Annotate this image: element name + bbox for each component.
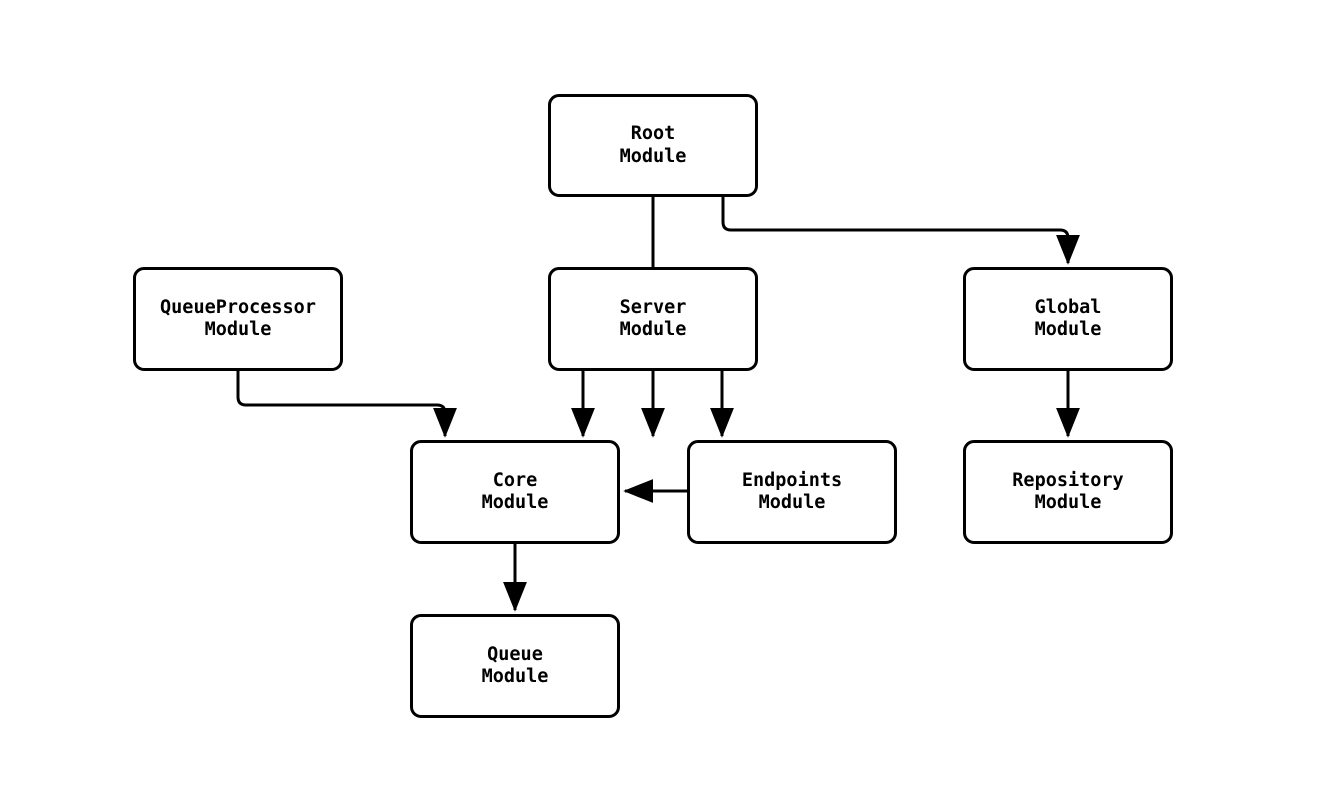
node-endpoints-module-suffix: Module	[758, 492, 826, 513]
node-endpoints-module-name: Endpoints	[741, 469, 843, 491]
node-core-module-name: Core	[492, 469, 538, 491]
node-queueprocessor-module-name: QueueProcessor	[160, 296, 316, 318]
node-server-module-name: Server	[619, 296, 687, 318]
node-server-module[interactable]: Server Module	[548, 267, 758, 371]
node-endpoints-module[interactable]: Endpoints Module	[687, 440, 897, 544]
node-global-module-name: Global	[1034, 296, 1102, 318]
node-queue-module-suffix: Module	[481, 666, 549, 687]
node-repository-module[interactable]: Repository Module	[963, 440, 1173, 544]
node-queue-module-name: Queue	[487, 643, 543, 665]
node-global-module-suffix: Module	[1034, 319, 1102, 340]
node-server-module-suffix: Module	[619, 319, 687, 340]
node-core-module[interactable]: Core Module	[410, 440, 620, 544]
node-queueprocessor-module[interactable]: QueueProcessor Module	[133, 267, 343, 371]
node-root-module-name: Root	[630, 123, 676, 144]
node-root-module[interactable]: Root Module	[548, 94, 758, 197]
edge-queueprocessor-to-core	[236, 371, 457, 438]
node-core-module-suffix: Module	[481, 492, 549, 513]
node-root-module-suffix: Module	[619, 145, 687, 167]
node-queueprocessor-module-suffix: Module	[204, 319, 272, 340]
node-repository-module-name: Repository	[1012, 469, 1124, 491]
node-queue-module[interactable]: Queue Module	[410, 614, 620, 718]
node-global-module[interactable]: Global Module	[963, 267, 1173, 371]
node-repository-module-suffix: Module	[1034, 492, 1102, 513]
edge-root-to-global	[721, 197, 1080, 265]
